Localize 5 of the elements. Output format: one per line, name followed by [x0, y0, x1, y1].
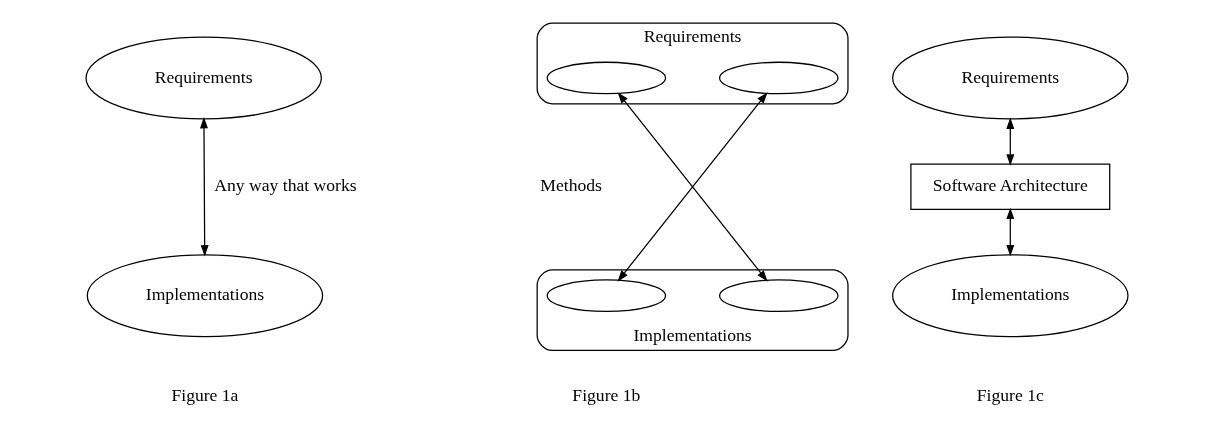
label: Figure 1b — [571, 385, 640, 406]
label: Figure 1a — [170, 385, 238, 406]
label: Figure 1c — [976, 385, 1044, 406]
label: Methods — [539, 175, 602, 196]
label: Any way that works — [213, 175, 357, 196]
